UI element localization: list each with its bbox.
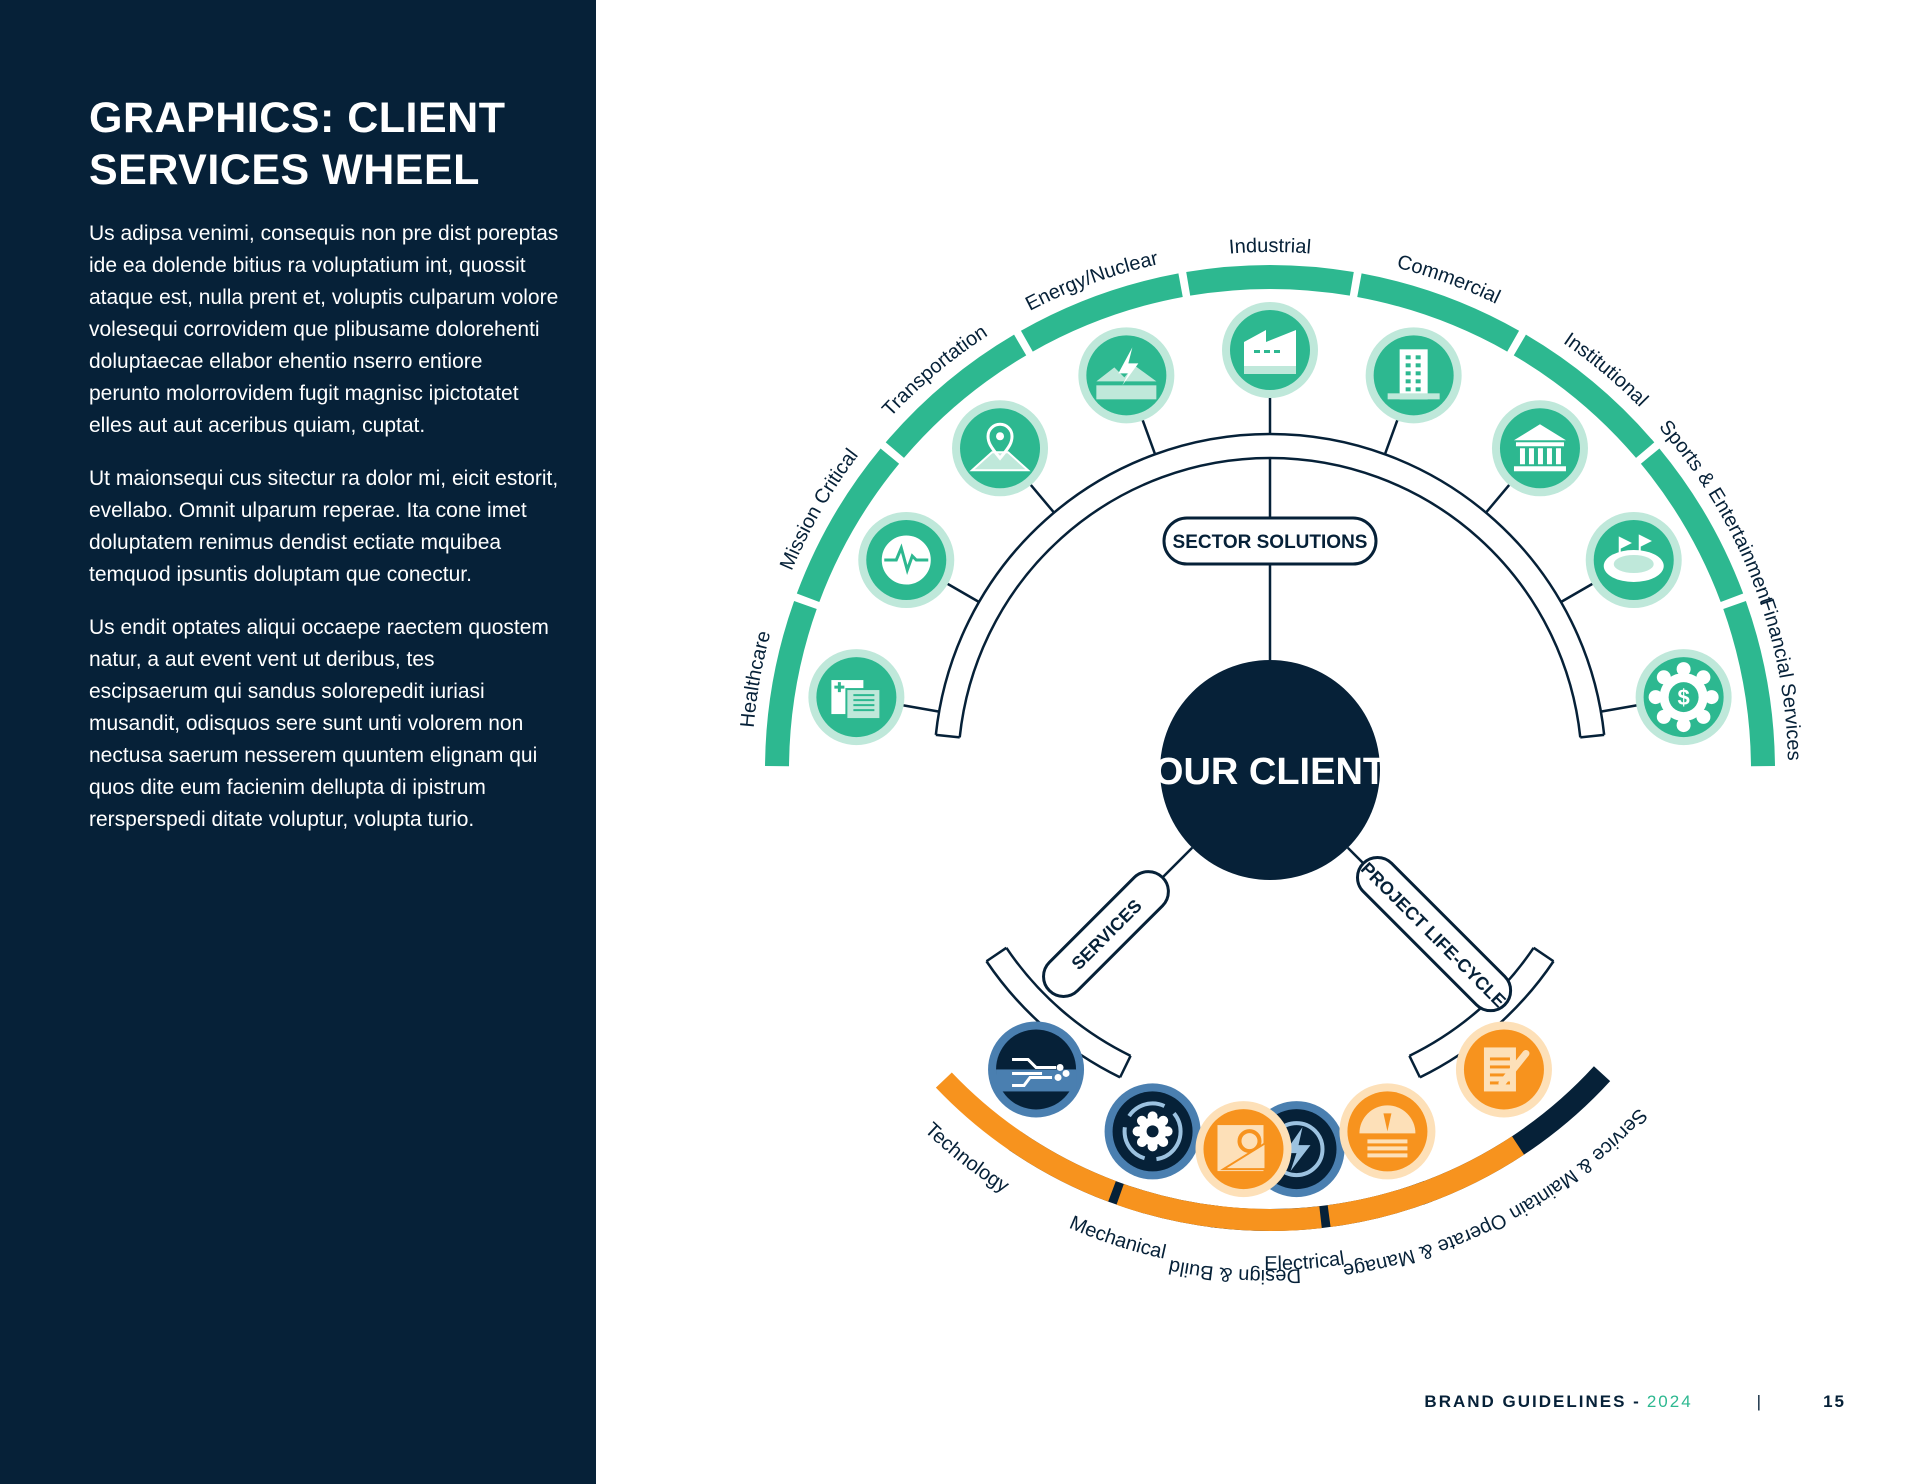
icon-disc — [960, 408, 1041, 489]
sub-inner-arc — [1005, 947, 1132, 1057]
lifecycle-band-segment — [1327, 1136, 1525, 1228]
sector-band-segment — [796, 448, 900, 602]
blueprint-icon — [1195, 1101, 1292, 1198]
footer-separator: | — [1756, 1392, 1764, 1411]
sector-spoke-line — [942, 579, 980, 604]
svg-text:$: $ — [1677, 685, 1689, 710]
sector-spoke-line — [1560, 579, 1598, 604]
paragraph-1: Us adipsa venimi, consequis non pre dist… — [89, 222, 559, 437]
sector-spoke-line — [897, 703, 940, 713]
sector-spoke-line — [1600, 703, 1643, 713]
sector-arc-cap — [1580, 733, 1605, 739]
circuit-icon — [988, 1021, 1085, 1118]
page-title: GRAPHICS: CLIENT SERVICES WHEEL — [89, 94, 506, 194]
sector-band-segment — [1723, 601, 1775, 767]
sector-spoke-line — [1383, 414, 1401, 455]
sub-arc-cap — [1532, 946, 1555, 963]
healthcare-icon — [808, 649, 905, 746]
lifecycle-pill: PROJECT LIFE-CYCLE — [1355, 855, 1513, 1013]
paragraph-3: Us endit optates aliqui occaepe raectem … — [89, 616, 549, 831]
lifecycle-band-segment — [1116, 1183, 1322, 1231]
sub-arc-cap — [1118, 1055, 1132, 1078]
map-pin-road-icon — [952, 400, 1049, 497]
footer-label: BRAND GUIDELINES - — [1424, 1392, 1641, 1411]
sector-solutions-pill: SECTOR SOLUTIONS — [1162, 516, 1378, 566]
page-number: 15 — [1823, 1392, 1846, 1411]
sector-spoke-line — [1485, 479, 1514, 514]
sub-arc-cap — [985, 946, 1008, 963]
sector-solutions-label: SECTOR SOLUTIONS — [1173, 532, 1368, 553]
dollar-gear-icon: $ — [1635, 649, 1732, 746]
sector-label: Industrial — [1228, 235, 1312, 259]
center-group: SERVICES PROJECT LIFE-CYCLE SECTOR SOLUTIO… — [1042, 516, 1513, 1013]
institution-building-icon — [1491, 400, 1588, 497]
sector-band-segment — [1640, 448, 1744, 602]
lifecycle-band-segment — [935, 1072, 1116, 1202]
footer-year: 2024 — [1646, 1392, 1693, 1411]
sub-arc-cap — [1408, 1055, 1422, 1078]
sector-band-segment — [1186, 265, 1354, 296]
stadium-icon — [1585, 512, 1682, 608]
sector-spoke-line — [1139, 414, 1157, 455]
pill-label: PROJECT LIFE-CYCLE — [1357, 858, 1510, 1011]
services-pill: SERVICES — [1042, 870, 1170, 998]
sector-band-segment — [765, 601, 817, 767]
lightning-energy-icon — [1078, 327, 1175, 424]
sector-outer-arc — [934, 432, 1606, 736]
gauge-icon — [1339, 1083, 1436, 1180]
services-label: Mechanical — [1066, 1212, 1168, 1264]
sector-spoke-line — [1026, 479, 1055, 514]
factory-icon — [1222, 302, 1318, 398]
sector-band-segment — [1513, 334, 1655, 458]
icons: $ — [808, 302, 1732, 1198]
sector-arc-cap — [935, 733, 960, 739]
sidebar-panel: GRAPHICS: CLIENT SERVICES WHEEL Us adips… — [0, 0, 596, 1484]
sub-inner-arc — [1408, 947, 1535, 1057]
lifecycle-label: Service & Maintain — [1506, 1104, 1652, 1225]
body-text: Us adipsa venimi, consequis non pre dist… — [89, 218, 559, 857]
sector-band-segment — [1020, 273, 1183, 352]
paragraph-2: Ut maionsequi cus sitectur ra dolor mi, … — [89, 467, 559, 586]
heartbeat-monitor-icon — [858, 512, 955, 608]
sector-band-segment — [885, 334, 1027, 458]
center-label: OUR CLIENT — [1154, 751, 1386, 793]
office-building-icon — [1365, 327, 1462, 424]
clipboard-wrench-icon — [1455, 1021, 1552, 1118]
outer-bands — [765, 265, 1775, 1231]
footer: BRAND GUIDELINES - 2024 | 15 — [1424, 1390, 1846, 1414]
sector-band-segment — [1357, 273, 1520, 352]
client-circle — [1160, 660, 1380, 880]
gear-cycle-icon — [1104, 1083, 1201, 1180]
